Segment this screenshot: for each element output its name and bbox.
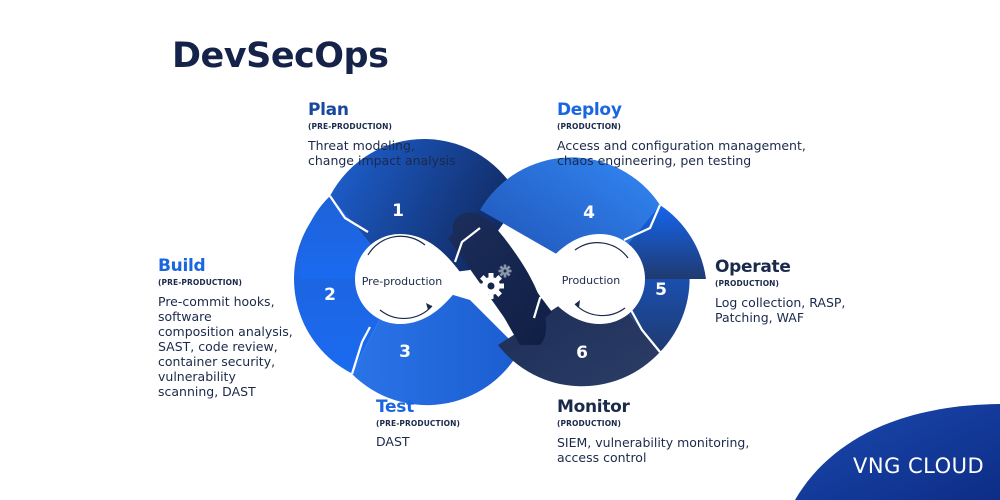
production-hub <box>535 234 645 324</box>
stage-test-name: Test <box>376 397 414 417</box>
vng-cloud-logo: VNG CLOUD <box>853 454 985 478</box>
segment-dividers <box>329 195 662 375</box>
stage-deploy-name: Deploy <box>557 100 622 120</box>
stage-plan: Plan (PRE-PRODUCTION) Threat modeling, c… <box>308 100 456 168</box>
stage-deploy: Deploy (PRODUCTION) Access and configura… <box>557 100 806 168</box>
segment-number-4: 4 <box>583 203 595 223</box>
logo-background <box>795 404 1000 500</box>
segment-number-3: 3 <box>399 342 411 362</box>
stage-monitor-phase: (PRODUCTION) <box>557 419 622 428</box>
stage-plan-name: Plan <box>308 100 349 120</box>
stage-operate-phase: (PRODUCTION) <box>715 279 780 288</box>
stage-monitor: Monitor (PRODUCTION) SIEM, vulnerability… <box>557 397 749 465</box>
stage-deploy-description: Access and configuration management, cha… <box>557 138 806 168</box>
stage-operate: Operate (PRODUCTION) Log collection, RAS… <box>715 257 845 325</box>
segment-number-2: 2 <box>324 285 336 305</box>
production-label: Production <box>562 274 621 287</box>
stage-monitor-name: Monitor <box>557 397 630 417</box>
stage-plan-description: Threat modeling, change impact analysis <box>308 138 456 168</box>
stage-build-phase: (PRE-PRODUCTION) <box>158 278 242 287</box>
stage-test-description: DAST <box>376 434 410 449</box>
segment-number-1: 1 <box>392 201 404 221</box>
right-cycle-arrow-top <box>574 242 629 259</box>
stage-build-description: Pre-commit hooks, software composition a… <box>158 294 293 399</box>
stage-test: Test (PRE-PRODUCTION) DAST <box>376 397 460 449</box>
pre-production-hub <box>355 234 465 324</box>
gears-icon <box>478 264 512 299</box>
segment-number-5: 5 <box>655 280 667 300</box>
stage-deploy-phase: (PRODUCTION) <box>557 122 622 131</box>
stage-test-phase: (PRE-PRODUCTION) <box>376 419 460 428</box>
left-cycle-arrow-top <box>367 235 426 256</box>
stage-monitor-description: SIEM, vulnerability monitoring, access c… <box>557 435 750 465</box>
stage-build: Build (PRE-PRODUCTION) Pre-commit hooks,… <box>158 256 293 399</box>
left-cycle-arrow-bottom <box>379 305 433 319</box>
stage-plan-phase: (PRE-PRODUCTION) <box>308 122 392 131</box>
segment-number-6: 6 <box>576 343 588 363</box>
stage-build-name: Build <box>158 256 206 276</box>
pre-production-label: Pre-production <box>362 275 443 288</box>
page-title: DevSecOps <box>172 36 389 76</box>
stage-operate-description: Log collection, RASP, Patching, WAF <box>715 295 846 325</box>
stage-operate-name: Operate <box>715 257 791 277</box>
